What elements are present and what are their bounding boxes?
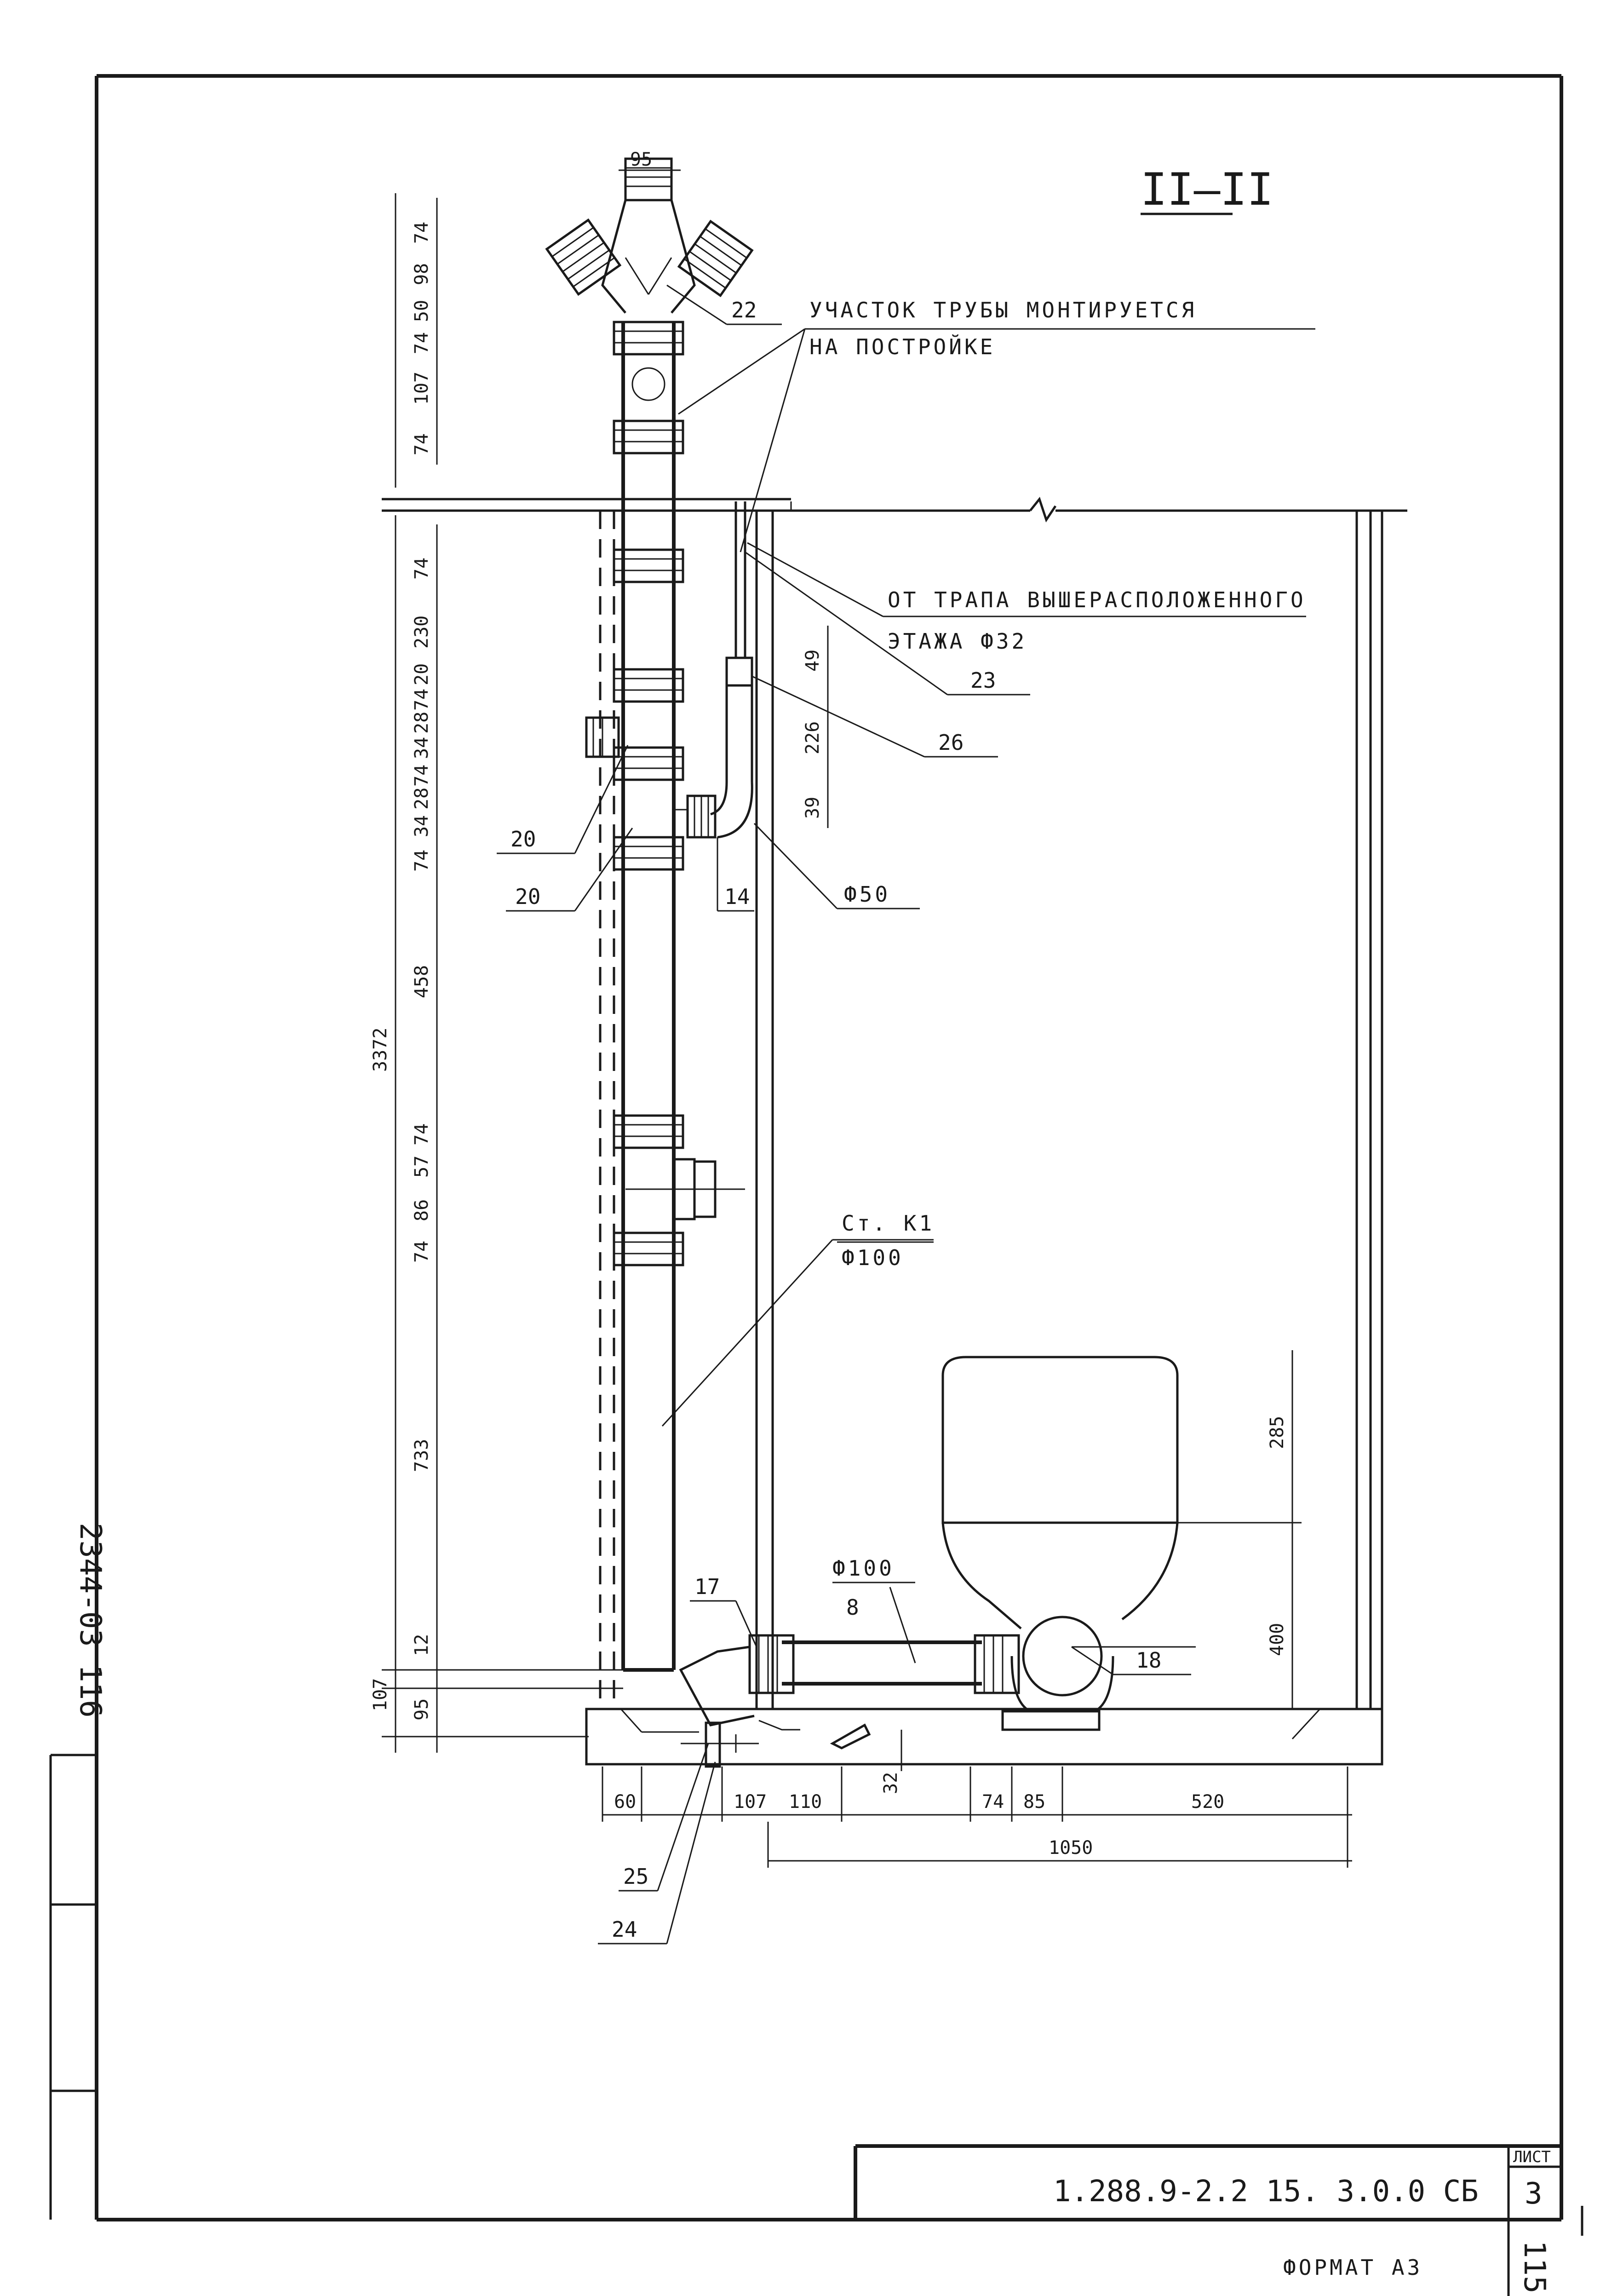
dim-v-50: 50 (411, 300, 432, 322)
dim-top-width: 95 (630, 149, 652, 170)
position-17: 17 (694, 1574, 720, 1599)
riser-diameter: Ф100 (842, 1245, 904, 1270)
dim-v-74c: 74 (411, 433, 432, 455)
sheet-label: ЛИСТ (1513, 2148, 1551, 2166)
dim-v-74h: 74 (411, 1123, 432, 1145)
dim-h-60: 60 (614, 1791, 636, 1813)
dim-v-285: 285 (1267, 1416, 1288, 1449)
dim-h-110: 110 (789, 1791, 822, 1813)
position-23: 23 (970, 668, 996, 693)
branch-diameter-100: Ф100 (832, 1556, 895, 1581)
pipe-coupling (613, 321, 684, 356)
dim-h-74: 74 (982, 1791, 1004, 1813)
dim-v-49: 49 (802, 650, 823, 672)
dim-v-107: 107 (411, 372, 432, 405)
outlet-pipe (679, 1634, 1020, 1768)
dim-v-3372: 3372 (370, 1028, 391, 1072)
dim-v-226: 226 (802, 721, 823, 754)
position-20b: 20 (515, 884, 540, 909)
dim-v-74a: 74 (411, 222, 432, 244)
dim-v-57: 57 (411, 1156, 432, 1178)
document-code: 1.288.9-2.2 15. 3.0.0 СБ (1053, 2175, 1479, 2209)
dim-v-28b: 28 (411, 788, 432, 810)
dim-v-34b: 34 (411, 815, 432, 837)
dim-v-74f: 74 (411, 765, 432, 787)
dim-v-458: 458 (411, 965, 432, 998)
dim-h-85: 85 (1023, 1791, 1045, 1813)
position-8: 8 (846, 1595, 859, 1620)
dim-v-74i: 74 (411, 1241, 432, 1263)
format-label: ФОРМАТ А3 (1283, 2255, 1422, 2280)
archive-number: 2344-03 116 (73, 1523, 107, 1718)
dim-v-95: 95 (411, 1698, 432, 1721)
dim-v-12: 12 (411, 1634, 432, 1656)
dim-v-230: 230 (411, 616, 432, 649)
dim-h-107: 107 (734, 1791, 767, 1813)
dim-v-74d: 74 (411, 558, 432, 580)
position-26: 26 (938, 730, 964, 755)
dim-v-74e: 74 (411, 689, 432, 711)
dim-v-733: 733 (411, 1439, 432, 1472)
leader-lines (497, 284, 1315, 1945)
toilet-fixture (941, 1356, 1196, 1731)
title-block (854, 2144, 1583, 2296)
sheet-frame (49, 74, 1563, 2221)
branch-diameter-50: Ф50 (844, 882, 890, 907)
dim-v-34a: 34 (411, 737, 432, 759)
note-drain-line2: ЭТАЖА Ф32 (888, 629, 1027, 654)
dim-v-400: 400 (1267, 1623, 1288, 1656)
riser-label: Ст. К1 (842, 1211, 935, 1236)
floor-slab (382, 496, 1407, 523)
dim-v-86: 86 (411, 1199, 432, 1221)
dim-v-107b: 107 (370, 1678, 391, 1711)
dim-h-520: 520 (1191, 1791, 1224, 1813)
dim-v-28a: 28 (411, 712, 432, 734)
dim-v-39: 39 (802, 797, 823, 819)
position-24: 24 (612, 1917, 637, 1942)
pipe-coupling (613, 668, 684, 703)
pipe-coupling (613, 1114, 684, 1149)
note-drain-line1: ОТ ТРАПА ВЫШЕРАСПОЛОЖЕННОГО (888, 587, 1306, 612)
note-site-assembly-line2: НА ПОСТРОЙКЕ (809, 334, 995, 359)
position-25: 25 (623, 1864, 648, 1889)
note-site-assembly-line1: УЧАСТОК ТРУБЫ МОНТИРУЕТСЯ (809, 298, 1197, 322)
section-title: II–II (1141, 164, 1273, 215)
pipe-coupling (613, 420, 684, 455)
riser-pipe (545, 157, 754, 1672)
dim-v-32: 32 (880, 1772, 901, 1794)
dimension-chain-bottom (602, 1767, 1352, 1868)
dim-v-74b: 74 (411, 332, 432, 354)
page-number: 115 (1517, 2240, 1551, 2294)
position-22: 22 (731, 298, 757, 322)
dim-v-98: 98 (411, 263, 432, 285)
position-18: 18 (1136, 1648, 1161, 1673)
sheet-number: 3 (1525, 2177, 1543, 2211)
dim-v-74g: 74 (411, 850, 432, 872)
dim-v-20a: 20 (411, 663, 432, 685)
position-20a: 20 (510, 827, 536, 852)
dimension-chain-left (382, 193, 623, 1753)
pipe-coupling (613, 1231, 684, 1266)
pipe-coupling (613, 746, 684, 781)
position-14: 14 (724, 884, 750, 909)
pipe-coupling (613, 548, 684, 583)
drain-pipe-32 (674, 501, 753, 839)
dim-h-1050: 1050 (1049, 1837, 1093, 1859)
